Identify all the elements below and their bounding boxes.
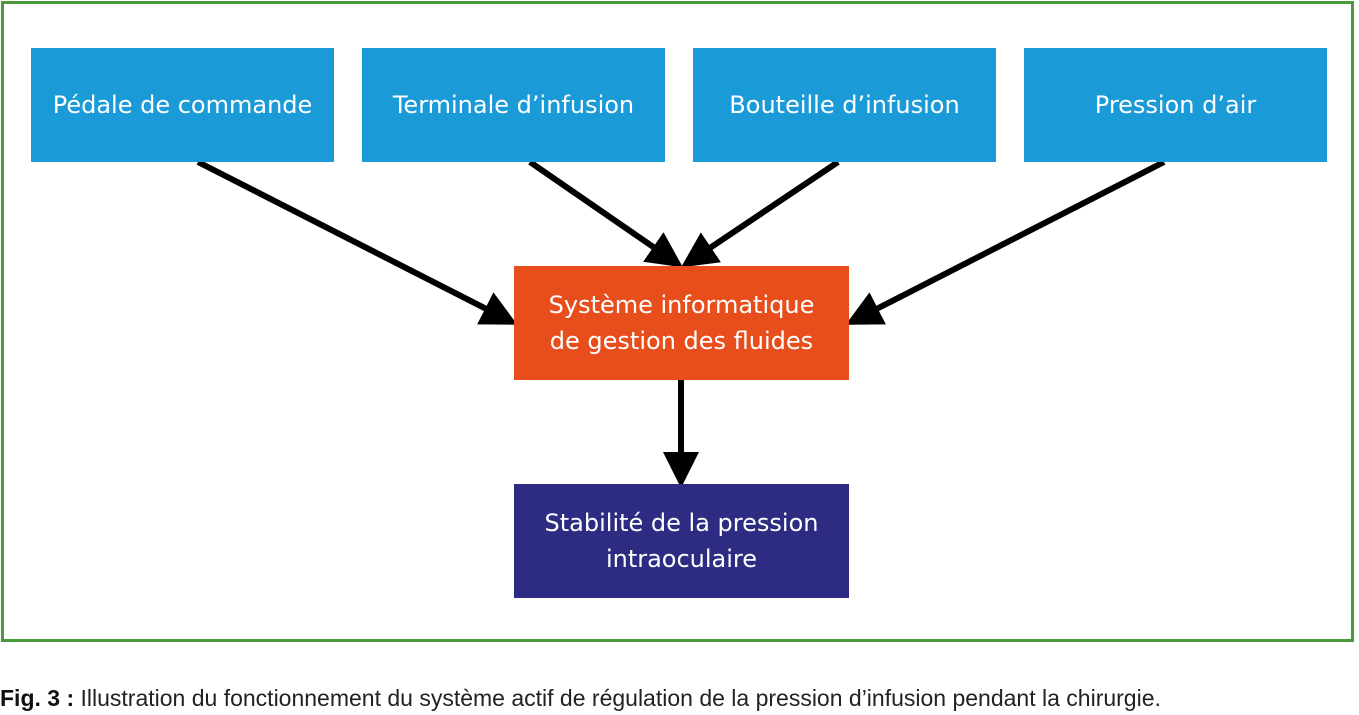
- node-pedale-de-commande: Pédale de commande: [31, 48, 334, 162]
- diagram-frame: [1, 1, 1354, 642]
- node-pression-d-air: Pression d’air: [1024, 48, 1327, 162]
- arrow-pression-to-system: [845, 159, 1166, 325]
- arrow-terminale-to-system: [528, 159, 683, 268]
- caption-text: Illustration du fonctionnement du systèm…: [74, 685, 1161, 711]
- node-systeme-informatique: Système informatique de gestion des flui…: [514, 266, 849, 380]
- node-terminale-d-infusion: Terminale d’infusion: [362, 48, 665, 162]
- arrow-pedale-to-system: [196, 159, 518, 325]
- node-stabilite-pression: Stabilité de la pression intraoculaire: [514, 484, 849, 598]
- caption-label: Fig. 3 :: [0, 685, 75, 711]
- arrow-bouteille-to-system: [681, 159, 840, 268]
- node-bouteille-d-infusion: Bouteille d’infusion: [693, 48, 996, 162]
- figure-caption: Fig. 3 : Illustration du fonctionnement …: [0, 683, 1359, 713]
